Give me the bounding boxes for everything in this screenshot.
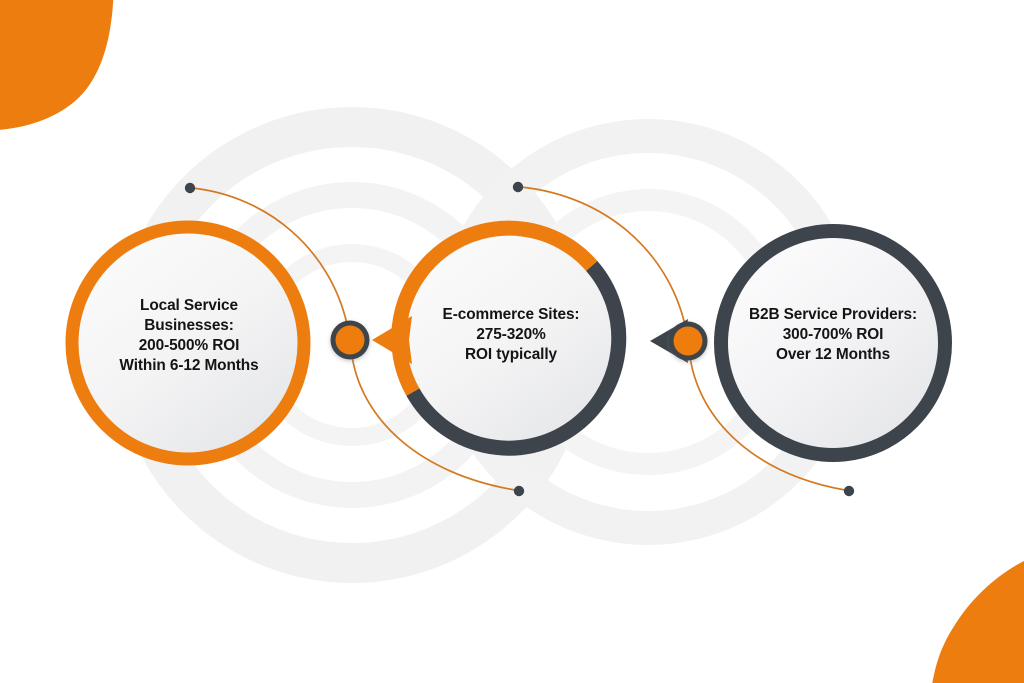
- node-local-service-businesses[interactable]: [65, 220, 311, 466]
- connector-dot-left-core: [335, 325, 365, 355]
- curve-top-right-to-hub: [520, 186, 686, 326]
- tick-bottom-left: [513, 485, 525, 497]
- orange-blob-top-left: [0, 0, 114, 130]
- orange-blob-bottom-right: [932, 560, 1024, 683]
- node-2-arrow-left: [372, 316, 412, 364]
- node-2-fill: [406, 236, 614, 444]
- node-2-ring-dark: [406, 260, 627, 456]
- connector-dot-left[interactable]: [330, 320, 370, 360]
- tick-top-left: [184, 182, 196, 194]
- tick-bottom-right: [843, 485, 855, 497]
- connector-dot-right-core: [673, 326, 703, 356]
- curve-top-left-to-hub: [191, 187, 348, 325]
- node-ecommerce-sites[interactable]: [372, 220, 627, 456]
- node-3-ring: [714, 224, 952, 462]
- node-3-fill: [727, 237, 939, 449]
- tick-top-right: [512, 181, 524, 193]
- node-1-ring: [65, 220, 311, 466]
- thin-curve-group: [191, 186, 846, 491]
- node-1-fill: [78, 233, 298, 453]
- connector-dot-right[interactable]: [668, 321, 708, 361]
- curve-hub-to-bottom-left: [351, 355, 516, 491]
- node-b2b-service-providers[interactable]: [714, 224, 952, 462]
- tick-dot-group: [184, 181, 855, 497]
- curve-hub-to-bottom-right: [689, 356, 846, 491]
